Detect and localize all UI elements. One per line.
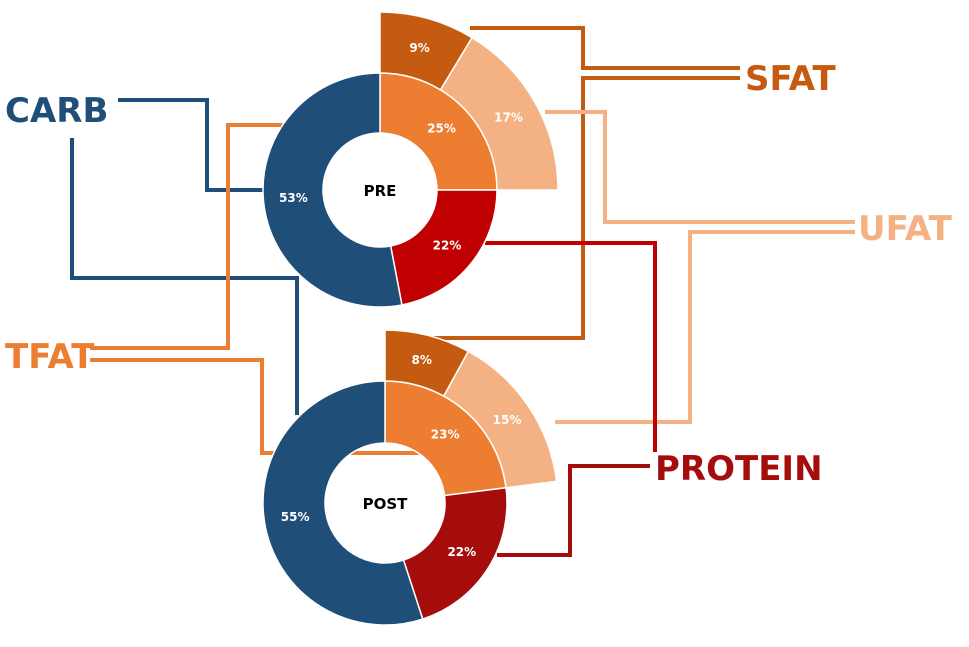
protein-connector-post bbox=[497, 464, 650, 557]
legend-label-tfat: TFAT bbox=[5, 337, 95, 377]
pre-donut: 25% 22% 53% 9% 17% PRE bbox=[262, 11, 559, 308]
carb-connector-post bbox=[70, 138, 299, 415]
pre-label-sfat: 9% bbox=[409, 41, 429, 55]
sfat-connector-pre bbox=[470, 26, 740, 70]
post-label-protein: 22% bbox=[447, 545, 476, 559]
post-slice-protein bbox=[402, 486, 508, 620]
post-slice-carb bbox=[262, 380, 424, 626]
legend-label-ufat: UFAT bbox=[858, 209, 953, 249]
pre-label-ufat: 17% bbox=[494, 111, 523, 125]
legend-label-sfat: SFAT bbox=[745, 59, 836, 99]
protein-connector-pre bbox=[485, 241, 657, 452]
post-label-carb: 55% bbox=[281, 510, 310, 524]
legend-label-protein: PROTEIN bbox=[655, 449, 823, 489]
post-label-sfat: 8% bbox=[411, 353, 431, 367]
post-label-ufat: 15% bbox=[493, 413, 522, 427]
pre-label-carb: 53% bbox=[279, 191, 308, 205]
pre-label-tfat: 25% bbox=[427, 121, 456, 135]
pre-label-protein: 22% bbox=[433, 238, 462, 252]
post-donut: 23% 22% 55% 8% 15% POST bbox=[262, 329, 558, 626]
legend-label-carb: CARB bbox=[5, 91, 108, 131]
ufat-connector-post bbox=[555, 230, 855, 424]
carb-connector-pre bbox=[118, 98, 265, 192]
pre-slice-carb bbox=[262, 72, 403, 308]
pre-slice-ufat bbox=[439, 36, 559, 191]
post-slice-ufat bbox=[442, 350, 558, 489]
tfat-connector-post bbox=[90, 358, 455, 455]
ufat-connector-pre bbox=[545, 110, 855, 224]
pre-slice-protein bbox=[389, 189, 498, 306]
post-center-label: POST bbox=[363, 495, 409, 513]
sfat-connector-post bbox=[385, 76, 740, 340]
pre-center-label: PRE bbox=[364, 182, 397, 200]
post-label-tfat: 23% bbox=[431, 428, 460, 442]
